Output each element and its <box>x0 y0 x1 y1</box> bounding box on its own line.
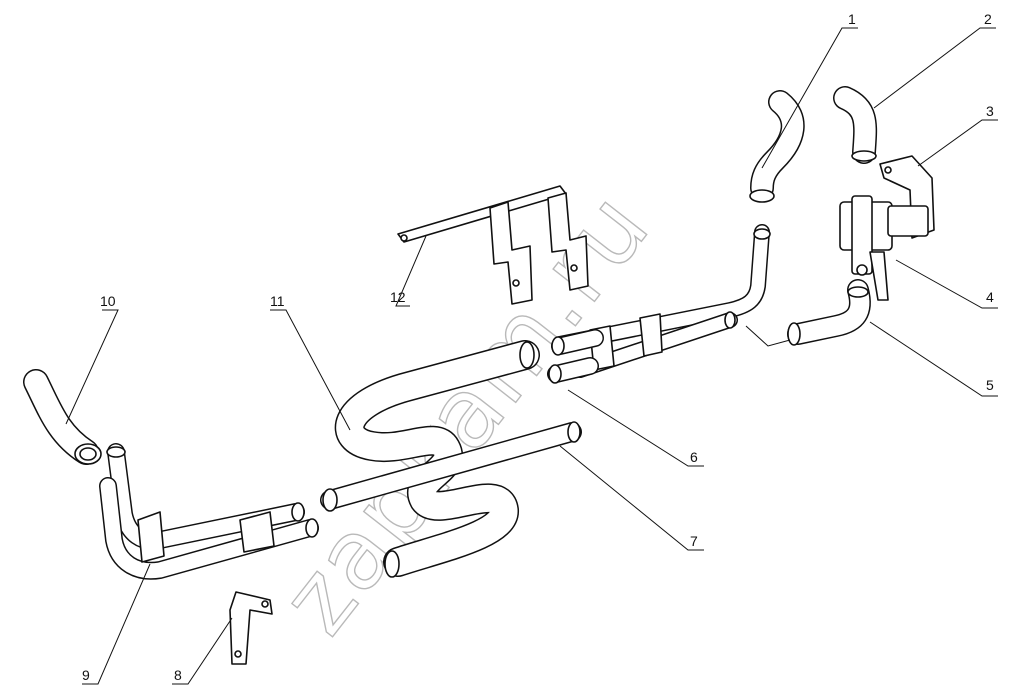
callout-12: 12 <box>390 289 406 305</box>
callout-4: 4 <box>986 289 994 305</box>
part-6-connectors <box>547 329 604 384</box>
callout-1: 1 <box>848 11 856 27</box>
part-7-straight-pipe <box>320 421 582 512</box>
part-2-elbow-hose <box>833 86 878 164</box>
callout-7: 7 <box>690 533 698 549</box>
watermark: zapkam.ru <box>260 171 672 654</box>
leader-lines <box>65 27 998 685</box>
callout-8: 8 <box>174 667 182 683</box>
part-9-bent-pipe <box>99 443 319 580</box>
part-5-lower-hose <box>787 279 871 346</box>
callout-5: 5 <box>986 377 994 393</box>
part-4-valve <box>839 195 929 301</box>
callout-2: 2 <box>984 11 992 27</box>
part-12-bracket <box>397 185 589 305</box>
part-8-bracket <box>229 591 273 665</box>
callout-3: 3 <box>986 103 994 119</box>
callout-11: 11 <box>270 293 285 309</box>
callout-6: 6 <box>690 449 698 465</box>
part-10-elbow-hose <box>23 369 102 465</box>
callout-10: 10 <box>100 293 116 309</box>
callout-9: 9 <box>82 667 90 683</box>
